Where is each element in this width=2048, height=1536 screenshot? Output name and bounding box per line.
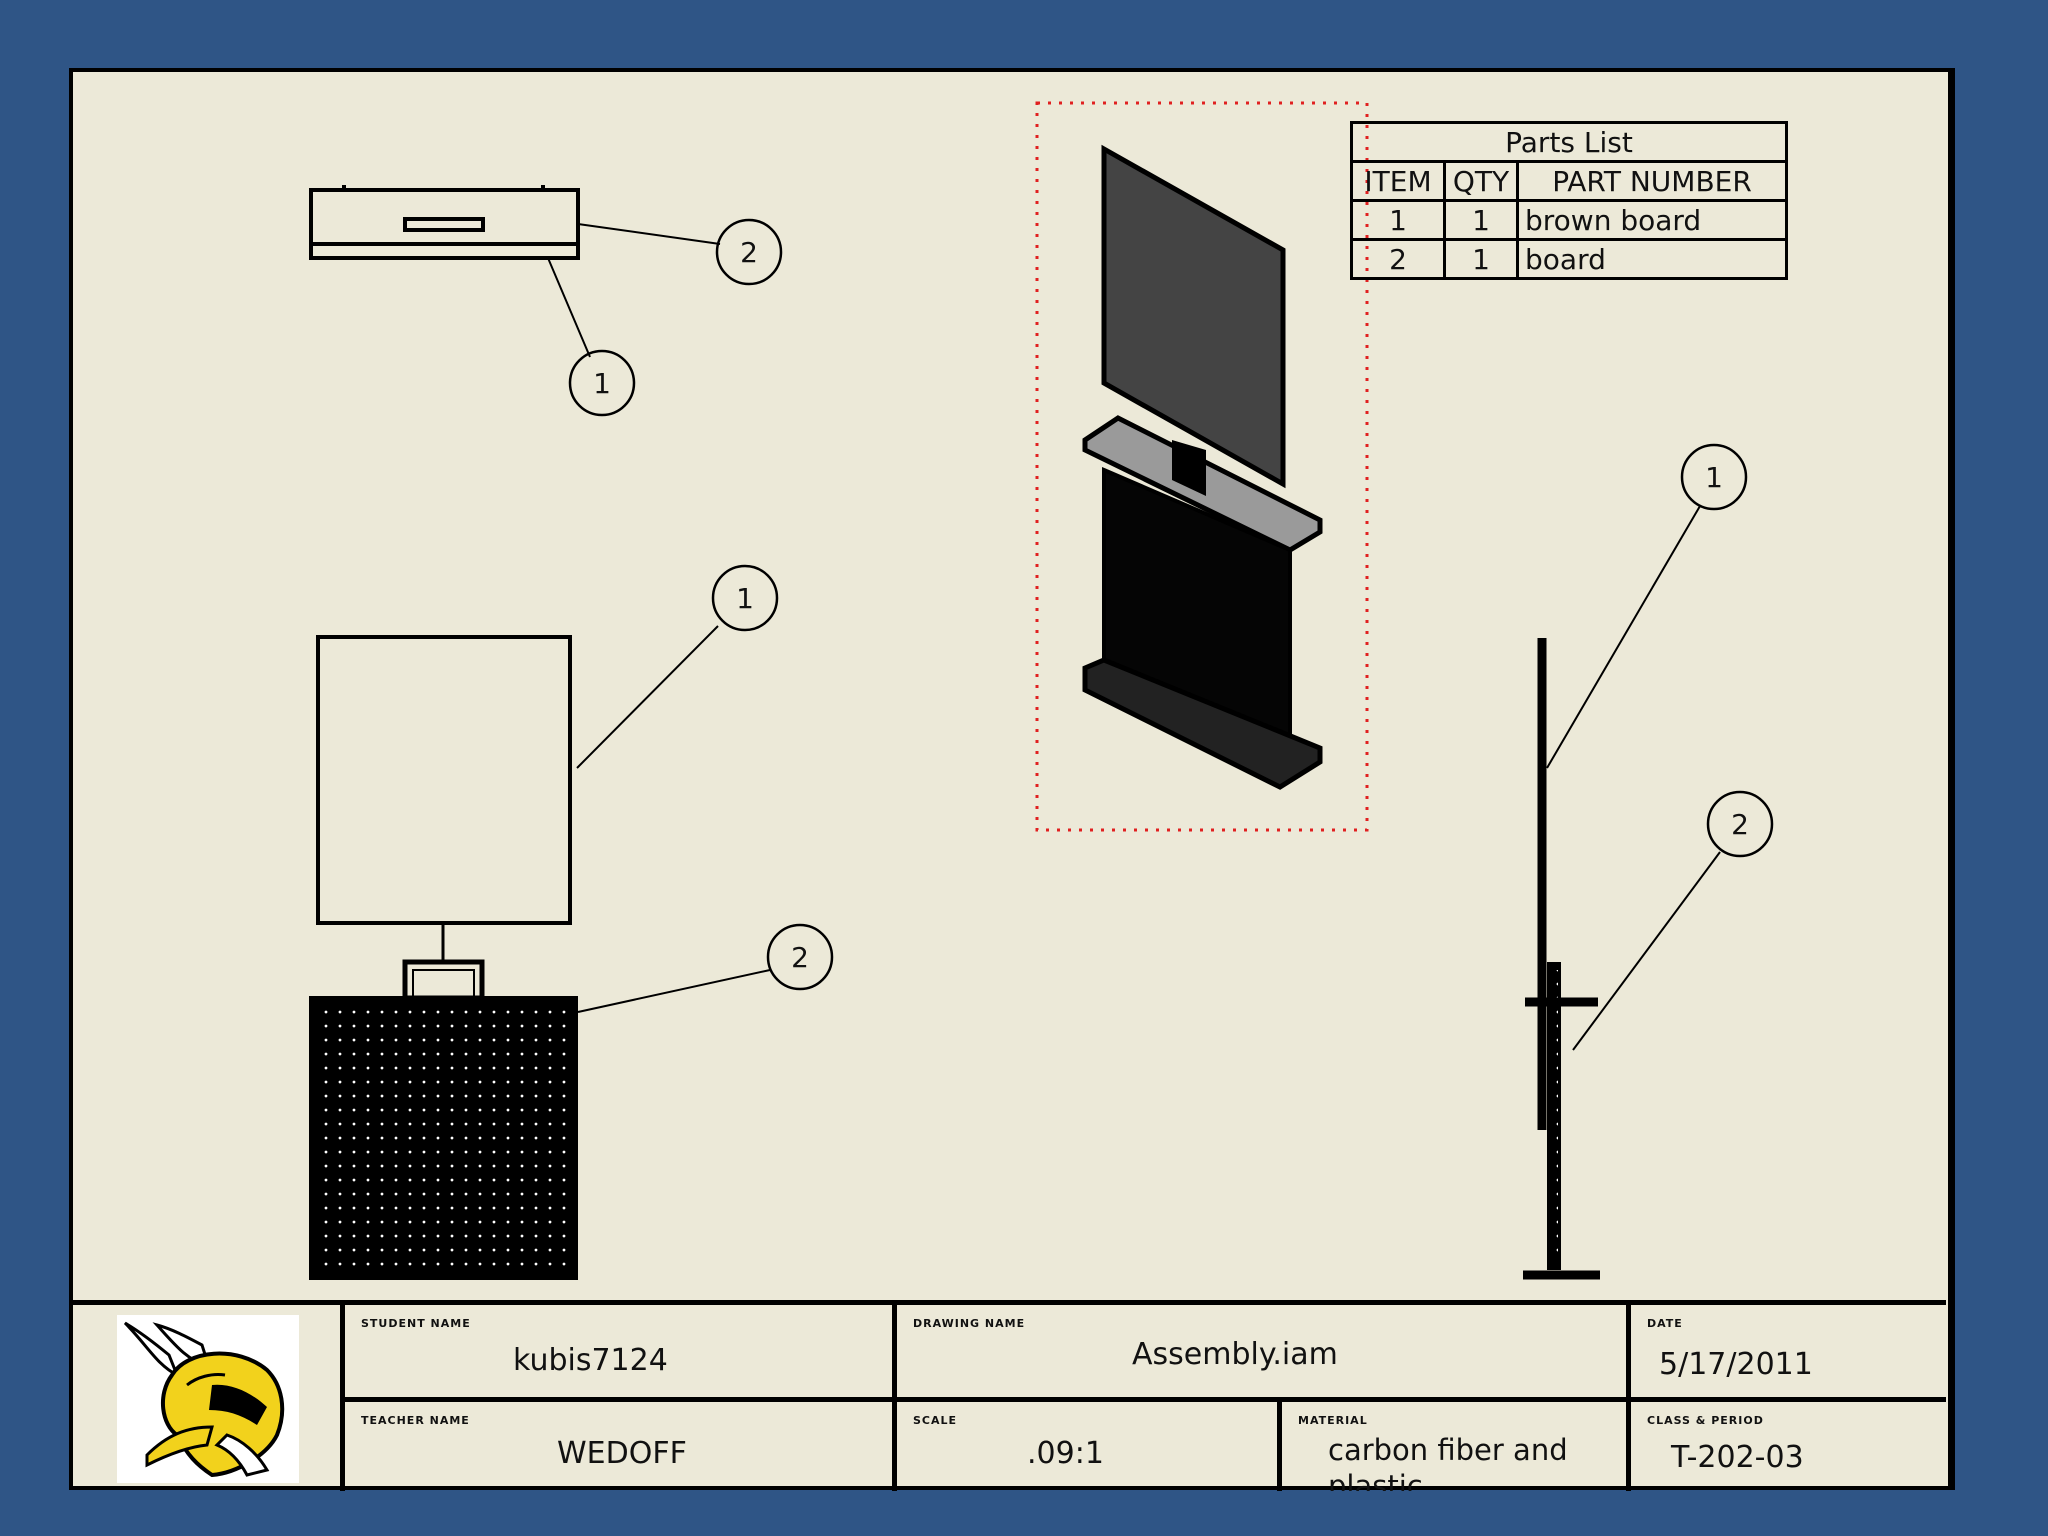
date-value: 5/17/2011 (1659, 1347, 1813, 1382)
date-cell: DATE 5/17/2011 (1626, 1305, 1946, 1397)
isometric-view[interactable] (1035, 101, 1369, 832)
header-part-number: PART NUMBER (1516, 160, 1788, 202)
svg-text:2: 2 (791, 941, 809, 974)
class-period-value: T-202-03 (1671, 1440, 1804, 1475)
viking-mascot-icon (123, 1321, 285, 1478)
parts-list-table: Parts List ITEM QTY PART NUMBER 1 1 brow… (1350, 121, 1788, 280)
top-view[interactable] (309, 185, 721, 358)
parts-list-title: Parts List (1350, 121, 1788, 163)
teacher-name-cell: TEACHER NAME WEDOFF (340, 1397, 892, 1491)
student-name-value: kubis7124 (513, 1343, 668, 1378)
drawing-name-label: DRAWING NAME (913, 1317, 1026, 1330)
teacher-name-label: TEACHER NAME (361, 1414, 470, 1427)
front-view[interactable] (309, 625, 771, 1280)
svg-text:1: 1 (593, 367, 611, 400)
side-view[interactable] (1523, 505, 1721, 1280)
scale-value: .09:1 (1027, 1436, 1104, 1471)
drawing-name-value: Assembly.iam (1132, 1337, 1338, 1372)
cell-part-number: brown board (1516, 199, 1788, 241)
balloon-top-item-2[interactable]: 2 (715, 218, 783, 286)
svg-text:1: 1 (736, 582, 754, 615)
teacher-name-value: WEDOFF (557, 1436, 687, 1471)
table-row[interactable]: 1 1 brown board (1350, 199, 1788, 241)
svg-text:2: 2 (1731, 808, 1749, 841)
balloon-side-item-2[interactable]: 2 (1706, 790, 1774, 858)
title-block: STUDENT NAME kubis7124 DRAWING NAME Asse… (73, 1300, 1946, 1491)
student-name-cell: STUDENT NAME kubis7124 (340, 1305, 892, 1397)
material-label: MATERIAL (1298, 1414, 1368, 1427)
balloon-front-item-1[interactable]: 1 (711, 564, 779, 632)
balloon-top-item-1[interactable]: 1 (568, 349, 636, 417)
table-row[interactable]: 2 1 board (1350, 238, 1788, 280)
svg-text:2: 2 (740, 236, 758, 269)
material-value: carbon fiber and plastic (1328, 1433, 1568, 1491)
class-period-label: CLASS & PERIOD (1647, 1414, 1764, 1427)
header-qty: QTY (1443, 160, 1519, 202)
cell-qty: 1 (1443, 238, 1519, 280)
student-name-label: STUDENT NAME (361, 1317, 471, 1330)
school-logo (117, 1315, 299, 1483)
header-item: ITEM (1350, 160, 1446, 202)
cell-item: 2 (1350, 238, 1446, 280)
scale-label: SCALE (913, 1414, 958, 1427)
parts-list-header-row: ITEM QTY PART NUMBER (1350, 160, 1788, 202)
cell-item: 1 (1350, 199, 1446, 241)
sheet-border (1951, 68, 1955, 1490)
svg-text:1: 1 (1705, 461, 1723, 494)
balloon-side-item-1[interactable]: 1 (1680, 443, 1748, 511)
material-cell: MATERIAL carbon fiber and plastic (1277, 1397, 1626, 1491)
cell-qty: 1 (1443, 199, 1519, 241)
balloon-front-item-2[interactable]: 2 (766, 923, 834, 991)
selection-box (1035, 101, 1369, 832)
date-label: DATE (1647, 1317, 1683, 1330)
cell-part-number: board (1516, 238, 1788, 280)
class-period-cell: CLASS & PERIOD T-202-03 (1626, 1397, 1946, 1491)
drawing-name-cell: DRAWING NAME Assembly.iam (892, 1305, 1626, 1397)
scale-cell: SCALE .09:1 (892, 1397, 1277, 1491)
